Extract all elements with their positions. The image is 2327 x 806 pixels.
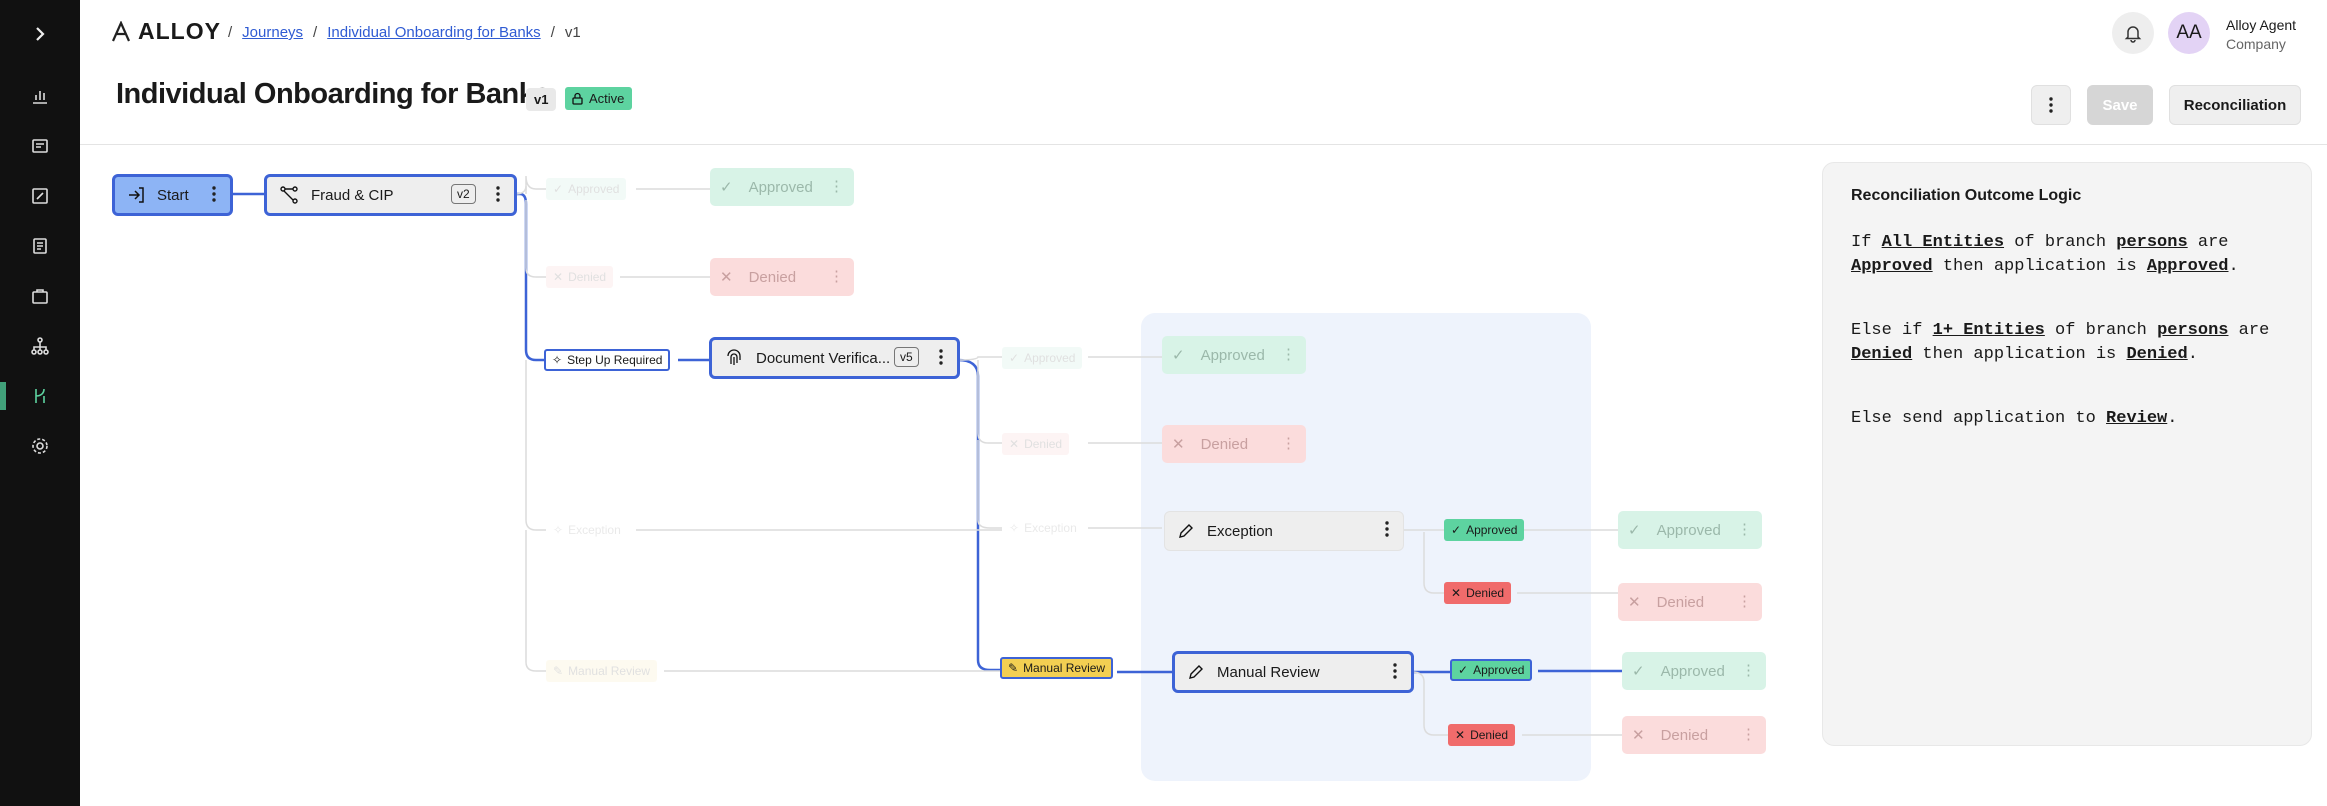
pencil-icon — [1179, 524, 1193, 538]
manual-review-node-label: Manual Review — [1217, 663, 1320, 681]
exception-branch-label[interactable]: ✧Exception — [553, 523, 621, 537]
fraud-cip-node[interactable]: Fraud & CIP v2 — [264, 174, 517, 216]
more-options-button[interactable] — [2031, 85, 2071, 125]
pencil-icon — [1189, 665, 1203, 679]
fraud-cip-label: Fraud & CIP — [311, 186, 394, 204]
approved-branch-label[interactable]: ✓Approved — [1444, 519, 1525, 541]
panel-title: Reconciliation Outcome Logic — [1851, 187, 2082, 204]
sidebar-active-indicator — [0, 382, 6, 410]
exception-branch-label[interactable]: ✧Exception — [1009, 521, 1077, 535]
manual-review-branch-label[interactable]: ✎Manual Review — [546, 660, 658, 682]
exception-node-label: Exception — [1207, 522, 1273, 540]
sidebar — [0, 0, 80, 806]
kebab-icon — [2049, 97, 2053, 113]
user-name: Alloy Agent — [2226, 17, 2297, 33]
document-icon[interactable] — [20, 226, 60, 266]
edit-icon[interactable] — [20, 176, 60, 216]
save-button[interactable]: Save — [2087, 85, 2153, 125]
status-badge-label: Active — [589, 91, 625, 106]
kebab-icon[interactable] — [1387, 661, 1403, 681]
avatar[interactable]: AA — [2168, 12, 2210, 54]
manual-review-node[interactable]: Manual Review — [1172, 651, 1414, 693]
enter-icon — [129, 187, 144, 203]
approved-outcome[interactable]: ✓Approved⋮ — [1622, 652, 1766, 690]
alloy-logo-icon — [111, 20, 131, 41]
denied-branch-label[interactable]: ✕Denied — [1448, 724, 1516, 746]
kebab-icon[interactable] — [933, 347, 949, 367]
reconciliation-button[interactable]: Reconciliation — [2169, 85, 2301, 125]
alloy-logo[interactable]: ALLOY — [110, 18, 221, 45]
rule-all-approved: If All Entities of branch persons are Ap… — [1851, 233, 2239, 276]
hierarchy-icon[interactable] — [20, 326, 60, 366]
document-verification-node[interactable]: Document Verifica... v5 — [709, 337, 960, 379]
start-node[interactable]: Start — [112, 174, 233, 216]
branch-icon — [280, 186, 298, 204]
fingerprint-icon — [727, 349, 741, 365]
inbox-icon[interactable] — [20, 126, 60, 166]
chart-icon[interactable] — [20, 76, 60, 116]
start-node-label: Start — [157, 186, 189, 204]
approved-outcome[interactable]: ✓Approved⋮ — [710, 168, 854, 206]
denied-branch-label[interactable]: ✕Denied — [1002, 433, 1070, 455]
denied-outcome[interactable]: ✕Denied⋮ — [1622, 716, 1766, 754]
manual-review-branch-label[interactable]: ✎Manual Review — [1000, 657, 1114, 679]
rule-any-denied: Else if 1+ Entities of branch persons ar… — [1851, 321, 2270, 364]
top-bar: ALLOY / Journeys / Individual Onboarding… — [80, 0, 2327, 145]
denied-outcome[interactable]: ✕Denied⋮ — [710, 258, 854, 296]
kebab-icon[interactable] — [206, 184, 222, 204]
kebab-icon[interactable] — [490, 184, 506, 204]
user-info[interactable]: Alloy Agent Company — [2226, 16, 2296, 54]
approved-branch-label[interactable]: ✓Approved — [546, 178, 627, 200]
chevron-right-icon[interactable] — [20, 14, 60, 54]
journeys-icon[interactable] — [20, 376, 60, 416]
breadcrumb-version: v1 — [564, 24, 581, 41]
user-company: Company — [2226, 36, 2286, 52]
lock-icon — [572, 92, 583, 105]
rule-review: Else send application to Review. — [1851, 409, 2178, 428]
approved-branch-label[interactable]: ✓Approved — [1002, 347, 1083, 369]
version-badge: v1 — [526, 88, 557, 111]
exception-node[interactable]: Exception — [1164, 511, 1404, 551]
breadcrumb-separator: / — [313, 24, 318, 41]
document-verification-label: Document Verifica... — [756, 349, 891, 367]
approved-branch-label[interactable]: ✓Approved — [1450, 659, 1533, 681]
settings-icon[interactable] — [20, 426, 60, 466]
denied-outcome[interactable]: ✕Denied⋮ — [1618, 583, 1762, 621]
approved-outcome[interactable]: ✓Approved⋮ — [1162, 336, 1306, 374]
denied-branch-label[interactable]: ✕Denied — [546, 266, 614, 288]
breadcrumb-separator: / — [228, 24, 233, 41]
logo-text: ALLOY — [138, 18, 221, 44]
approved-outcome[interactable]: ✓Approved⋮ — [1618, 511, 1762, 549]
breadcrumb-journeys-link[interactable]: Journeys — [242, 24, 304, 41]
status-badge: Active — [565, 87, 633, 110]
step-up-branch-label[interactable]: ✧Step Up Required — [544, 349, 671, 371]
breadcrumb-journey-link[interactable]: Individual Onboarding for Banks — [327, 24, 541, 41]
kebab-icon[interactable] — [1379, 519, 1395, 539]
document-verification-version: v5 — [894, 347, 919, 367]
notifications-bell-icon[interactable] — [2112, 12, 2154, 54]
denied-outcome[interactable]: ✕Denied⋮ — [1162, 425, 1306, 463]
breadcrumb-separator: / — [550, 24, 555, 41]
breadcrumb: / Journeys / Individual Onboarding for B… — [228, 24, 581, 41]
briefcase-icon[interactable] — [20, 276, 60, 316]
denied-branch-label[interactable]: ✕Denied — [1444, 582, 1512, 604]
page-title: Individual Onboarding for Banks — [116, 78, 551, 110]
fraud-cip-version: v2 — [451, 184, 476, 204]
reconciliation-panel: Reconciliation Outcome Logic If All Enti… — [1822, 162, 2312, 746]
